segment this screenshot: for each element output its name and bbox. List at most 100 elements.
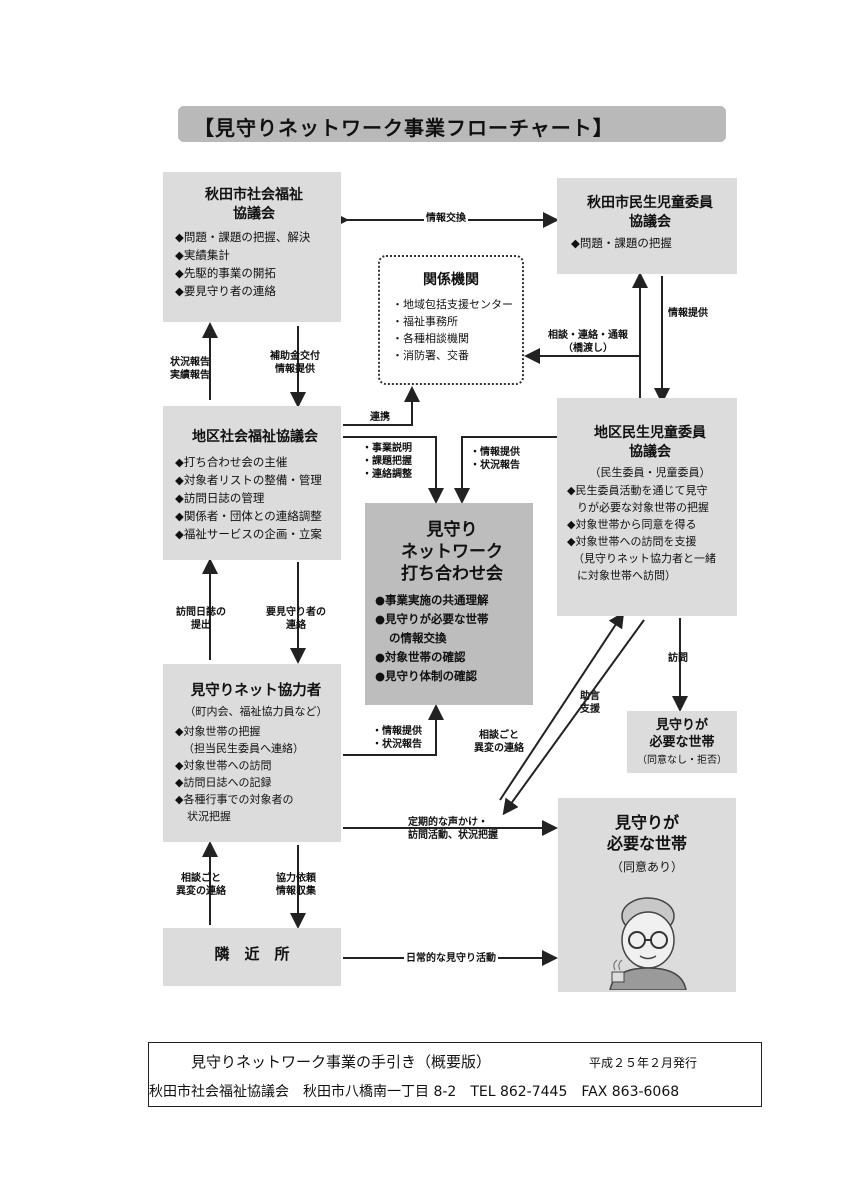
footer-box: 見守りネットワーク事業の手引き（概要版） 平成２５年２月発行 秋田市社会福祉協議… xyxy=(148,1042,762,1107)
label-need-contact: 要見守り者の 連絡 xyxy=(266,606,326,632)
arrow-consult-each xyxy=(499,611,625,801)
label-regular-line2: 訪問活動、状況把握 xyxy=(408,830,498,841)
list-item: ◆対象者リストの整備・管理 xyxy=(175,473,322,487)
list-item: ◆対象世帯の把握 xyxy=(175,725,261,738)
footer-title: 見守りネットワーク事業の手引き（概要版） xyxy=(191,1053,492,1071)
list-item: （担当民生委員へ連絡） xyxy=(183,742,304,755)
list-item: ◆対象世帯への訪問を支援 xyxy=(567,535,697,548)
related-orgs-title: 関係機関 xyxy=(423,272,479,288)
label-status-report: 状況報告 実績報告 xyxy=(170,356,210,382)
list-item: ◆先駆的事業の開拓 xyxy=(175,266,276,280)
list-item: ◆問題・課題の把握 xyxy=(571,236,672,250)
list-item: ・地域包括支援センター xyxy=(392,298,513,311)
label-neighbor-consult-line1: 相談ごと xyxy=(181,873,221,884)
label-explain-line3: ・連絡調整 xyxy=(362,469,412,480)
label-consult-each-line1: 相談ごと xyxy=(479,730,519,741)
list-item: ●見守りが必要な世帯 xyxy=(375,612,489,626)
list-item: ・各種相談機関 xyxy=(392,332,469,345)
meeting-items: ●事業実施の共通理解 ●見守りが必要な世帯 の情報交換 ●対象世帯の確認 ●見守… xyxy=(375,591,529,686)
box-related-orgs: 関係機関 ・地域包括支援センター ・福祉事務所 ・各種相談機関 ・消防署、交番 xyxy=(378,255,524,385)
list-item: （見守りネット協力者と一緒 xyxy=(573,552,716,565)
label-info-exchange: 情報交換 xyxy=(424,212,468,225)
label-consult-line1: 相談・連絡・通報 xyxy=(548,330,628,341)
household-no-note: （同意なし・拒否） xyxy=(637,755,727,766)
list-item: りが必要な対象世帯の把握 xyxy=(577,501,709,514)
label-consult-each: 相談ごと 異変の連絡 xyxy=(474,729,524,755)
label-diary-line1: 訪問日誌の xyxy=(176,607,226,618)
label-neighbor-consult: 相談ごと 異変の連絡 xyxy=(176,872,226,898)
district-minsei-subtitle: （民生委員・児童委員） xyxy=(589,466,711,479)
label-info-status-line1: ・情報提供 xyxy=(470,447,520,458)
list-item: ●見守り体制の確認 xyxy=(375,669,478,683)
footer-issued: 平成２５年２月発行 xyxy=(589,1056,698,1070)
label-status-report-line2: 実績報告 xyxy=(170,370,210,381)
label-request: 協力依頼 情報収集 xyxy=(276,872,316,898)
label-daily: 日常的な見守り活動 xyxy=(404,952,498,965)
list-item: ◆関係者・団体との連絡調整 xyxy=(175,509,322,523)
label-request-line1: 協力依頼 xyxy=(276,873,316,884)
household-yes-title: 見守りが xyxy=(614,813,679,832)
arrow-advice xyxy=(502,619,645,816)
list-item: ●対象世帯の確認 xyxy=(375,650,466,664)
label-need-contact-line2: 連絡 xyxy=(286,620,306,631)
district-council-items: ◆打ち合わせ会の主催 ◆対象者リストの整備・管理 ◆訪問日誌の管理 ◆関係者・団… xyxy=(175,453,335,543)
list-item: ◆訪問日誌への記録 xyxy=(175,776,272,789)
box-district-minsei: 地区民生児童委員 協議会 （民生委員・児童委員） ◆民生委員活動を通じて見守 り… xyxy=(557,398,737,616)
meeting-title: 見守り xyxy=(426,520,478,540)
label-subsidy-line2: 情報提供 xyxy=(275,364,315,375)
list-item: ●事業実施の共通理解 xyxy=(375,593,489,607)
box-meeting: 見守り ネットワーク 打ち合わせ会 ●事業実施の共通理解 ●見守りが必要な世帯 … xyxy=(365,503,533,705)
label-consult-line2: （橋渡し） xyxy=(563,343,613,354)
list-item: ◆民生委員活動を通じて見守 xyxy=(567,484,708,497)
label-diary-line2: 提出 xyxy=(191,620,211,631)
label-request-line2: 情報収集 xyxy=(276,886,316,897)
household-no-title-2: 必要な世帯 xyxy=(649,735,715,750)
list-item: ◆対象世帯への訪問 xyxy=(175,759,272,772)
list-item: ◆打ち合わせ会の主催 xyxy=(175,455,288,469)
list-item: ◆問題・課題の把握、解決 xyxy=(175,230,311,244)
meeting-title-3: 打ち合わせ会 xyxy=(401,564,503,584)
city-council-title-2: 協議会 xyxy=(233,206,275,222)
label-info-status: ・情報提供 ・状況報告 xyxy=(470,446,520,472)
meeting-title-2: ネットワーク xyxy=(401,542,503,562)
label-consult: 相談・連絡・通報 （橋渡し） xyxy=(548,329,628,355)
arrow-info-status xyxy=(454,436,557,504)
label-coop-info: ・情報提供 ・状況報告 xyxy=(372,725,422,751)
district-minsei-title: 地区民生児童委員 xyxy=(594,425,706,441)
label-info-status-line2: ・状況報告 xyxy=(470,460,520,471)
list-item: に対象世帯へ訪問） xyxy=(577,569,676,582)
label-need-contact-line1: 要見守り者の xyxy=(266,607,326,618)
label-advice-line1: 助言 xyxy=(580,691,600,702)
city-minsei-items: ◆問題・課題の把握 xyxy=(571,234,729,252)
list-item: ・消防署、交番 xyxy=(392,349,469,362)
cooperator-items: ◆対象世帯の把握 （担当民生委員へ連絡） ◆対象世帯への訪問 ◆訪問日誌への記録… xyxy=(175,723,337,825)
list-item: ◆対象世帯から同意を得る xyxy=(567,518,697,531)
district-council-title: 地区社会福祉協議会 xyxy=(192,429,318,445)
box-city-minsei: 秋田市民生児童委員 協議会 ◆問題・課題の把握 xyxy=(557,178,737,274)
city-minsei-title-2: 協議会 xyxy=(629,214,671,230)
list-item: ◆訪問日誌の管理 xyxy=(175,491,265,505)
list-item: ◆要見守り者の連絡 xyxy=(175,284,276,298)
list-item: ◆実績集計 xyxy=(175,248,230,262)
label-advice: 助言 支援 xyxy=(580,690,600,716)
label-visit: 訪問 xyxy=(668,653,688,664)
box-district-council: 地区社会福祉協議会 ◆打ち合わせ会の主催 ◆対象者リストの整備・管理 ◆訪問日誌… xyxy=(163,406,341,560)
label-coop-info-line2: ・状況報告 xyxy=(372,739,422,750)
label-diary: 訪問日誌の 提出 xyxy=(176,606,226,632)
household-yes-note: （同意あり） xyxy=(610,860,683,874)
label-info-provide: 情報提供 xyxy=(668,308,708,319)
related-orgs-items: ・地域包括支援センター ・福祉事務所 ・各種相談機関 ・消防署、交番 xyxy=(392,296,522,364)
box-household-no-consent: 見守りが 必要な世帯 （同意なし・拒否） xyxy=(627,711,737,773)
label-cooperation: 連携 xyxy=(370,412,390,423)
neighbors-title: 隣 近 所 xyxy=(214,945,290,963)
arrow-coop-info xyxy=(343,704,444,756)
household-yes-title-2: 必要な世帯 xyxy=(606,834,687,853)
label-advice-line2: 支援 xyxy=(580,704,600,715)
box-neighbors: 隣 近 所 xyxy=(163,928,341,986)
label-status-report-line1: 状況報告 xyxy=(170,357,210,368)
label-subsidy-line1: 補助金交付 xyxy=(270,351,320,362)
cooperator-subtitle: （町内会、福祉協力員など） xyxy=(184,705,328,718)
city-council-items: ◆問題・課題の把握、解決 ◆実績集計 ◆先駆的事業の開拓 ◆要見守り者の連絡 xyxy=(175,228,333,300)
label-coop-info-line1: ・情報提供 xyxy=(372,726,422,737)
box-household-consent: 見守りが 必要な世帯 （同意あり） xyxy=(558,798,736,992)
